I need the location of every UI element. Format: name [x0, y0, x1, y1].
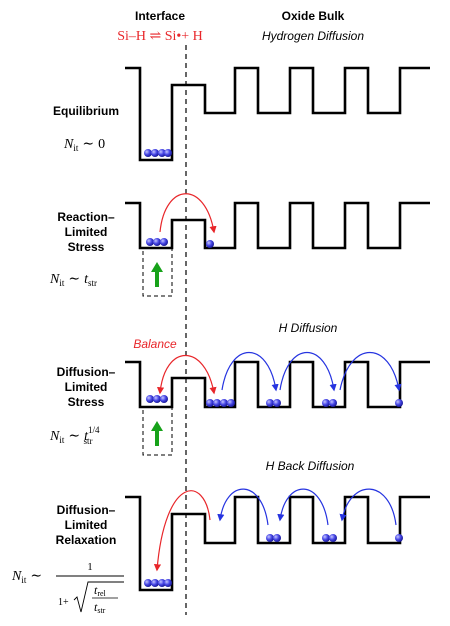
- stress-region-box: [142, 406, 173, 456]
- hydrogen-cluster: [322, 534, 337, 542]
- energy-profile: [125, 495, 430, 592]
- balance-arrow: [156, 354, 217, 395]
- stress-arrow-icon: [151, 421, 163, 446]
- panel-equilibrium: Equilibrium Nit∼0: [53, 66, 430, 162]
- panel-diffusion-limited-relaxation: Diffusion– Limited Relaxation Nit∼ 1 1+ …: [11, 459, 430, 615]
- panel-label-line3: Relaxation: [56, 533, 117, 547]
- return-arrow: [153, 490, 211, 572]
- stress-arrow-icon: [151, 262, 163, 287]
- formula-diffusion-limited-relaxation: Nit∼ 1 1+ trel tstr: [11, 561, 124, 615]
- svg-text:1: 1: [87, 561, 93, 573]
- hydrogen-atom: [395, 399, 403, 407]
- diffusion-arrow: [279, 351, 337, 392]
- hydrogen-atom: [151, 579, 159, 587]
- hydrogen-atom: [144, 149, 152, 157]
- panel-label-line3: Stress: [68, 395, 105, 409]
- balance-label: Balance: [133, 337, 177, 351]
- hydrogen-atom: [329, 534, 337, 542]
- svg-text:tstr: tstr: [94, 600, 106, 615]
- hydrogen-atom: [160, 238, 168, 246]
- panel-label-line1: Diffusion–: [57, 503, 116, 517]
- hydrogen-cluster: [144, 579, 172, 587]
- hop-arrow: [159, 193, 217, 234]
- diffusion-arrow: [221, 351, 279, 392]
- hydrogen-atom: [153, 238, 161, 246]
- hydrogen-atom: [206, 399, 214, 407]
- panel-label-line3: Stress: [68, 240, 105, 254]
- panel-label-line1: Reaction–: [57, 210, 115, 224]
- hydrogen-atom: [158, 149, 166, 157]
- hydrogen-atom: [146, 238, 154, 246]
- formula-equilibrium: Nit∼0: [63, 137, 105, 153]
- hydrogen-atom: [144, 579, 152, 587]
- h-back-diffusion-label: H Back Diffusion: [266, 459, 355, 473]
- hydrogen-atom: [213, 399, 221, 407]
- panel-label-line2: Limited: [65, 518, 108, 532]
- panel-label-line2: Limited: [65, 225, 108, 239]
- hydrogen-atom: [164, 149, 172, 157]
- interface-title: Interface: [135, 9, 185, 23]
- hydrogen-atom: [227, 399, 235, 407]
- back-diffusion-arrow: [277, 488, 329, 526]
- hydrogen-atom: [151, 149, 159, 157]
- formula-reaction-limited: Nit∼tstr: [49, 272, 97, 288]
- header: Interface Si–H ⇌ Si•+ H Oxide Bulk Hydro…: [117, 9, 364, 44]
- hydrogen-atom: [164, 579, 172, 587]
- hydrogen-atom: [329, 399, 337, 407]
- panel-label-line1: Diffusion–: [57, 365, 116, 379]
- oxide-bulk-title: Oxide Bulk: [282, 9, 345, 23]
- stress-region-box: [142, 247, 173, 297]
- hydrogen-cluster: [322, 399, 337, 407]
- h-diffusion-label: H Diffusion: [279, 321, 338, 335]
- hydrogen-cluster: [266, 534, 281, 542]
- hydrogen-atom: [153, 395, 161, 403]
- hydrogen-atom: [220, 399, 228, 407]
- hydrogen-cluster: [144, 149, 172, 157]
- hydrogen-atom: [206, 240, 214, 248]
- hydrogen-atom: [322, 399, 330, 407]
- back-diffusion-arrow: [339, 488, 397, 526]
- hydrogen-atom: [158, 579, 166, 587]
- panel-label: Equilibrium: [53, 104, 119, 118]
- reaction-equation: Si–H ⇌ Si•+ H: [117, 29, 203, 44]
- oxide-bulk-subtitle: Hydrogen Diffusion: [262, 29, 364, 43]
- hydrogen-atom: [395, 534, 403, 542]
- svg-text:trel: trel: [94, 583, 107, 598]
- panel-reaction-limited: Reaction– Limited Stress Nit∼tstr: [49, 193, 430, 297]
- energy-profile: [125, 66, 430, 162]
- hydrogen-atom: [266, 534, 274, 542]
- hydrogen-atom: [273, 534, 281, 542]
- hydrogen-cluster: [266, 399, 281, 407]
- hydrogen-cluster: [146, 238, 168, 246]
- svg-text:Nit∼: Nit∼: [11, 569, 42, 585]
- svg-text:1+: 1+: [58, 597, 69, 608]
- back-diffusion-arrow: [217, 488, 269, 526]
- hydrogen-atom: [273, 399, 281, 407]
- hydrogen-atom: [146, 395, 154, 403]
- hydrogen-atom: [266, 399, 274, 407]
- hydrogen-cluster: [206, 399, 235, 407]
- panel-label-line2: Limited: [65, 380, 108, 394]
- hydrogen-atom: [160, 395, 168, 403]
- diffusion-arrow: [339, 351, 402, 392]
- hydrogen-cluster: [146, 395, 168, 403]
- energy-profile: [125, 201, 430, 250]
- hydrogen-atom: [322, 534, 330, 542]
